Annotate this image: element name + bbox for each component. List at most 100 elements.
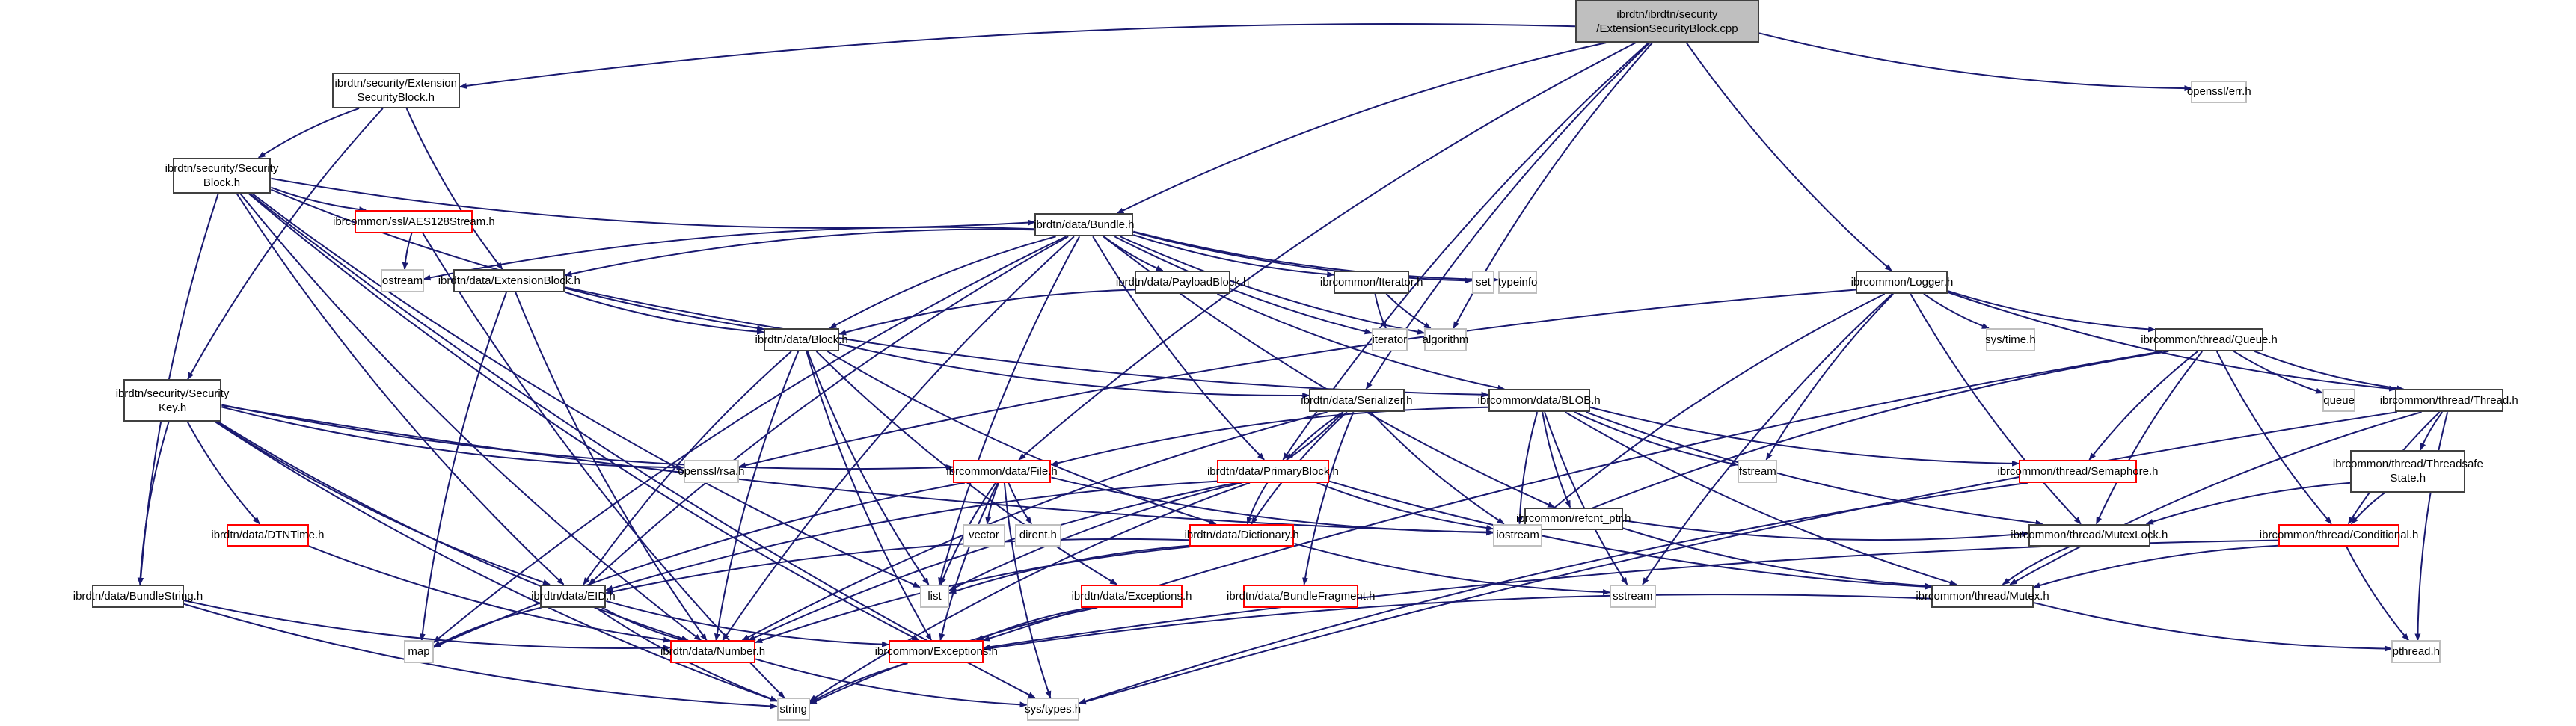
- node-dirent[interactable]: dirent.h: [1015, 523, 1061, 547]
- edge-bundle-to-iteratorh: [1132, 234, 1335, 277]
- node-cexc[interactable]: ibrcommon/Exceptions.h: [875, 640, 998, 664]
- edge-iteratorh-to-iterator: [1374, 293, 1387, 330]
- edge-queueh-to-conditional: [2215, 351, 2332, 525]
- node-sb[interactable]: ibrdtn/security/Security Block.h: [165, 157, 278, 194]
- edge-logger-to-fstream: [1765, 293, 1894, 461]
- edge-dictionary-to-sstream: [1294, 542, 1611, 596]
- node-iterator[interactable]: iterator: [1371, 328, 1408, 351]
- node-iostream[interactable]: iostream: [1493, 523, 1543, 547]
- edge-root-to-serializer: [1365, 42, 1651, 390]
- node-iteratorh[interactable]: ibrcommon/Iterator.h: [1320, 271, 1423, 295]
- node-conditional[interactable]: ibrcommon/thread/Conditional.h: [2260, 523, 2418, 547]
- node-queue[interactable]: queue: [2322, 389, 2356, 413]
- node-map[interactable]: map: [404, 640, 434, 664]
- edge-logger-to-thread: [1948, 292, 2397, 392]
- node-sstream[interactable]: sstream: [1610, 584, 1656, 608]
- edge-sb-to-cexc: [248, 193, 920, 642]
- edge-refcnt-to-mutexlock: [1622, 520, 2030, 541]
- node-systypes[interactable]: sys/types.h: [1025, 698, 1081, 722]
- edge-block-to-number: [714, 351, 800, 642]
- node-esb[interactable]: ibrdtn/security/Extension SecurityBlock.…: [331, 72, 460, 108]
- node-tss[interactable]: ibrcommon/thread/Threadsafe State.h: [2333, 449, 2483, 493]
- node-queueh[interactable]: ibrcommon/thread/Queue.h: [2141, 328, 2278, 351]
- edge-eid-to-cexc: [606, 600, 890, 647]
- node-list[interactable]: list: [919, 584, 950, 608]
- edge-seckey-to-string: [215, 421, 778, 702]
- edge-esb-to-seckey: [187, 108, 384, 381]
- node-block[interactable]: ibrdtn/data/Block.h: [755, 328, 848, 351]
- node-systime[interactable]: sys/time.h: [1985, 328, 2036, 351]
- edge-bundle-to-eid: [588, 236, 1069, 585]
- node-payload[interactable]: ibrdtn/data/PayloadBlock.h: [1116, 271, 1249, 295]
- node-primary[interactable]: ibrdtn/data/PrimaryBlock.h: [1207, 459, 1339, 483]
- edge-iteratorh-to-algorithm: [1385, 293, 1432, 330]
- node-string[interactable]: string: [776, 698, 810, 722]
- edge-root-to-bundle: [1116, 42, 1607, 215]
- node-err[interactable]: openssl/err.h: [2187, 80, 2251, 104]
- node-thread[interactable]: ibrcommon/thread/Thread.h: [2380, 389, 2518, 413]
- node-seckey[interactable]: ibrdtn/security/Security Key.h: [116, 379, 229, 422]
- edge-extblock-to-map: [419, 292, 507, 642]
- node-vector[interactable]: vector: [962, 523, 1005, 547]
- node-ostream[interactable]: ostream: [381, 269, 424, 292]
- edge-file-to-iostream: [1051, 476, 1494, 535]
- edge-serializer-to-iostream: [1370, 411, 1505, 525]
- edge-thread-to-mutex: [2009, 411, 2422, 585]
- node-bfrag[interactable]: ibrdtn/data/BundleFragment.h: [1227, 584, 1375, 608]
- node-rsa[interactable]: openssl/rsa.h: [678, 459, 744, 483]
- edge-bundle-to-block: [829, 236, 1056, 330]
- node-bundle[interactable]: ibrdtn/data/Bundle.h: [1034, 213, 1134, 237]
- edge-seckey-to-rsa: [221, 406, 684, 471]
- edge-payload-to-block: [838, 289, 1135, 336]
- node-mutexlock[interactable]: ibrcommon/thread/MutexLock.h: [2011, 523, 2168, 547]
- edge-blob-to-sstream: [1544, 411, 1628, 585]
- node-pthread[interactable]: pthread.h: [2391, 640, 2441, 664]
- node-set[interactable]: set: [1471, 271, 1495, 295]
- edge-block-to-cexc: [806, 351, 932, 642]
- node-bstring[interactable]: ibrdtn/data/BundleString.h: [73, 584, 203, 608]
- node-eid[interactable]: ibrdtn/data/EID.h: [531, 584, 616, 608]
- edge-number-to-systypes: [755, 658, 1028, 708]
- node-dtntime[interactable]: ibrdtn/data/DTNTime.h: [211, 523, 325, 547]
- edge-seckey-to-eid: [215, 421, 551, 585]
- node-algorithm[interactable]: algorithm: [1423, 328, 1468, 351]
- edge-logger-to-systime: [1923, 293, 1990, 330]
- node-aes[interactable]: ibrcommon/ssl/AES128Stream.h: [333, 210, 495, 233]
- node-root[interactable]: ibrdtn/ibrdtn/security /ExtensionSecurit…: [1574, 0, 1759, 43]
- edge-primary-to-number: [747, 482, 1238, 642]
- node-serializer[interactable]: ibrdtn/data/Serializer.h: [1301, 389, 1413, 413]
- edge-bundle-to-extblock: [564, 228, 1035, 277]
- edge-thread-to-tss: [2420, 411, 2444, 451]
- node-semaphore[interactable]: ibrcommon/thread/Semaphore.h: [1997, 459, 2159, 483]
- edge-queueh-to-thread: [2254, 351, 2405, 392]
- node-mutex[interactable]: ibrcommon/thread/Mutex.h: [1916, 584, 2049, 608]
- node-extblock[interactable]: ibrdtn/data/ExtensionBlock.h: [438, 269, 580, 292]
- edge-sb-to-aes: [270, 186, 367, 213]
- node-dexc[interactable]: ibrdtn/data/Exceptions.h: [1072, 584, 1192, 608]
- edge-block-to-eid: [583, 351, 792, 585]
- node-typeinfo[interactable]: typeinfo: [1497, 271, 1538, 295]
- edge-conditional-to-pthread: [2346, 546, 2409, 642]
- edge-bundle-to-set: [1132, 231, 1473, 284]
- node-file[interactable]: ibrcommon/data/File.h: [946, 459, 1058, 483]
- node-blob[interactable]: ibrcommon/data/BLOB.h: [1478, 389, 1601, 413]
- edge-sb-to-eid: [236, 193, 565, 585]
- node-dictionary[interactable]: ibrdtn/data/Dictionary.h: [1185, 523, 1299, 547]
- edge-file-to-systypes: [1003, 482, 1052, 699]
- edge-block-to-serializer: [838, 343, 1310, 399]
- node-fstream[interactable]: fstream: [1738, 459, 1778, 483]
- edge-file-to-cexc: [939, 482, 999, 642]
- edge-logger-to-rsa: [738, 289, 1856, 469]
- edge-queueh-to-semaphore: [2088, 351, 2198, 461]
- edge-primary-to-serializer: [1286, 411, 1344, 461]
- edge-bstring-to-number: [183, 600, 671, 651]
- edge-extblock-to-number: [515, 292, 708, 642]
- node-number[interactable]: ibrdtn/data/Number.h: [660, 640, 765, 664]
- edge-dtntime-to-number: [308, 545, 671, 643]
- edge-logger-to-sstream: [1642, 293, 1893, 585]
- node-logger[interactable]: ibrcommon/Logger.h: [1851, 271, 1953, 295]
- edge-primary-to-mutex: [1328, 480, 1933, 590]
- edge-mutex-to-cexc: [983, 594, 1932, 652]
- edge-bundle-to-primary: [1092, 236, 1265, 461]
- edge-seckey-to-iostream: [221, 404, 1494, 536]
